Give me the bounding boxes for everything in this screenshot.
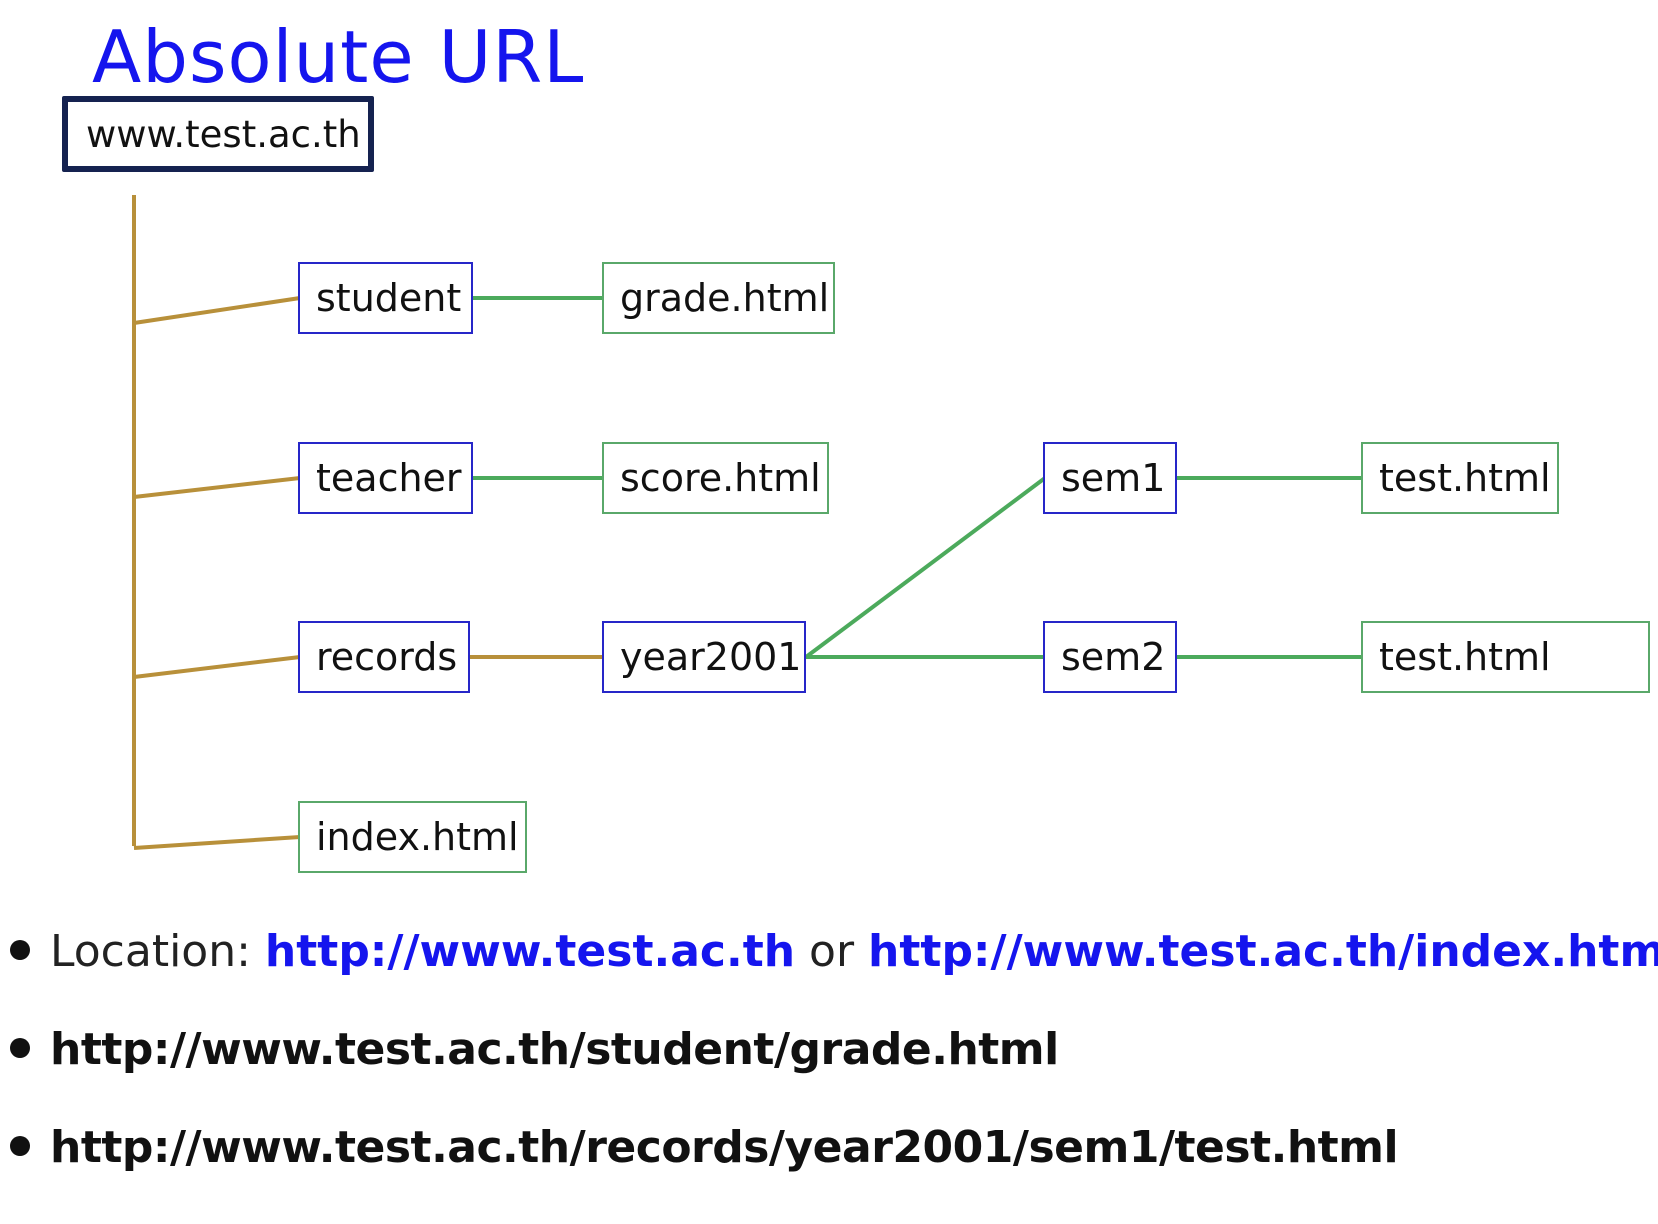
folder-year2001: year2001	[602, 621, 806, 693]
folder-records: records	[298, 621, 470, 693]
branch-teacher	[133, 476, 301, 499]
folder-teacher: teacher	[298, 442, 473, 514]
bullet-dot	[10, 1038, 30, 1058]
example-bullet-test: http://www.test.ac.th/records/year2001/s…	[0, 1126, 1658, 1224]
location-bullet: Location: http://www.test.ac.th or http:…	[0, 930, 1658, 1028]
file-grade: grade.html	[602, 262, 835, 334]
file-sem1-test: test.html	[1361, 442, 1559, 514]
file-sem2-test: test.html	[1361, 621, 1650, 693]
bullet-dot	[10, 940, 30, 960]
link-index-url[interactable]: http://www.test.ac.th/index.html	[868, 926, 1658, 977]
folder-student: student	[298, 262, 473, 334]
folder-sem2: sem2	[1043, 621, 1177, 693]
branch-student	[133, 296, 301, 325]
page-title: Absolute URL	[92, 15, 585, 99]
root-node: www.test.ac.th	[62, 96, 374, 172]
or-word: or	[795, 926, 869, 977]
bullet-dot	[10, 1136, 30, 1156]
branch-records	[133, 655, 301, 679]
example-url-grade: http://www.test.ac.th/student/grade.html	[50, 1024, 1059, 1075]
file-index: index.html	[298, 801, 527, 873]
file-score: score.html	[602, 442, 829, 514]
tree-connectors	[132, 195, 1362, 850]
example-bullet-grade: http://www.test.ac.th/student/grade.html	[0, 1028, 1658, 1126]
example-url-test: http://www.test.ac.th/records/year2001/s…	[50, 1122, 1399, 1173]
url-examples-list: Location: http://www.test.ac.th or http:…	[0, 930, 1658, 1224]
link-root-url[interactable]: http://www.test.ac.th	[264, 926, 796, 977]
location-label: Location:	[50, 926, 265, 977]
folder-sem1: sem1	[1043, 442, 1177, 514]
link-year2001-sem1	[804, 476, 1047, 659]
branch-index	[133, 835, 301, 850]
